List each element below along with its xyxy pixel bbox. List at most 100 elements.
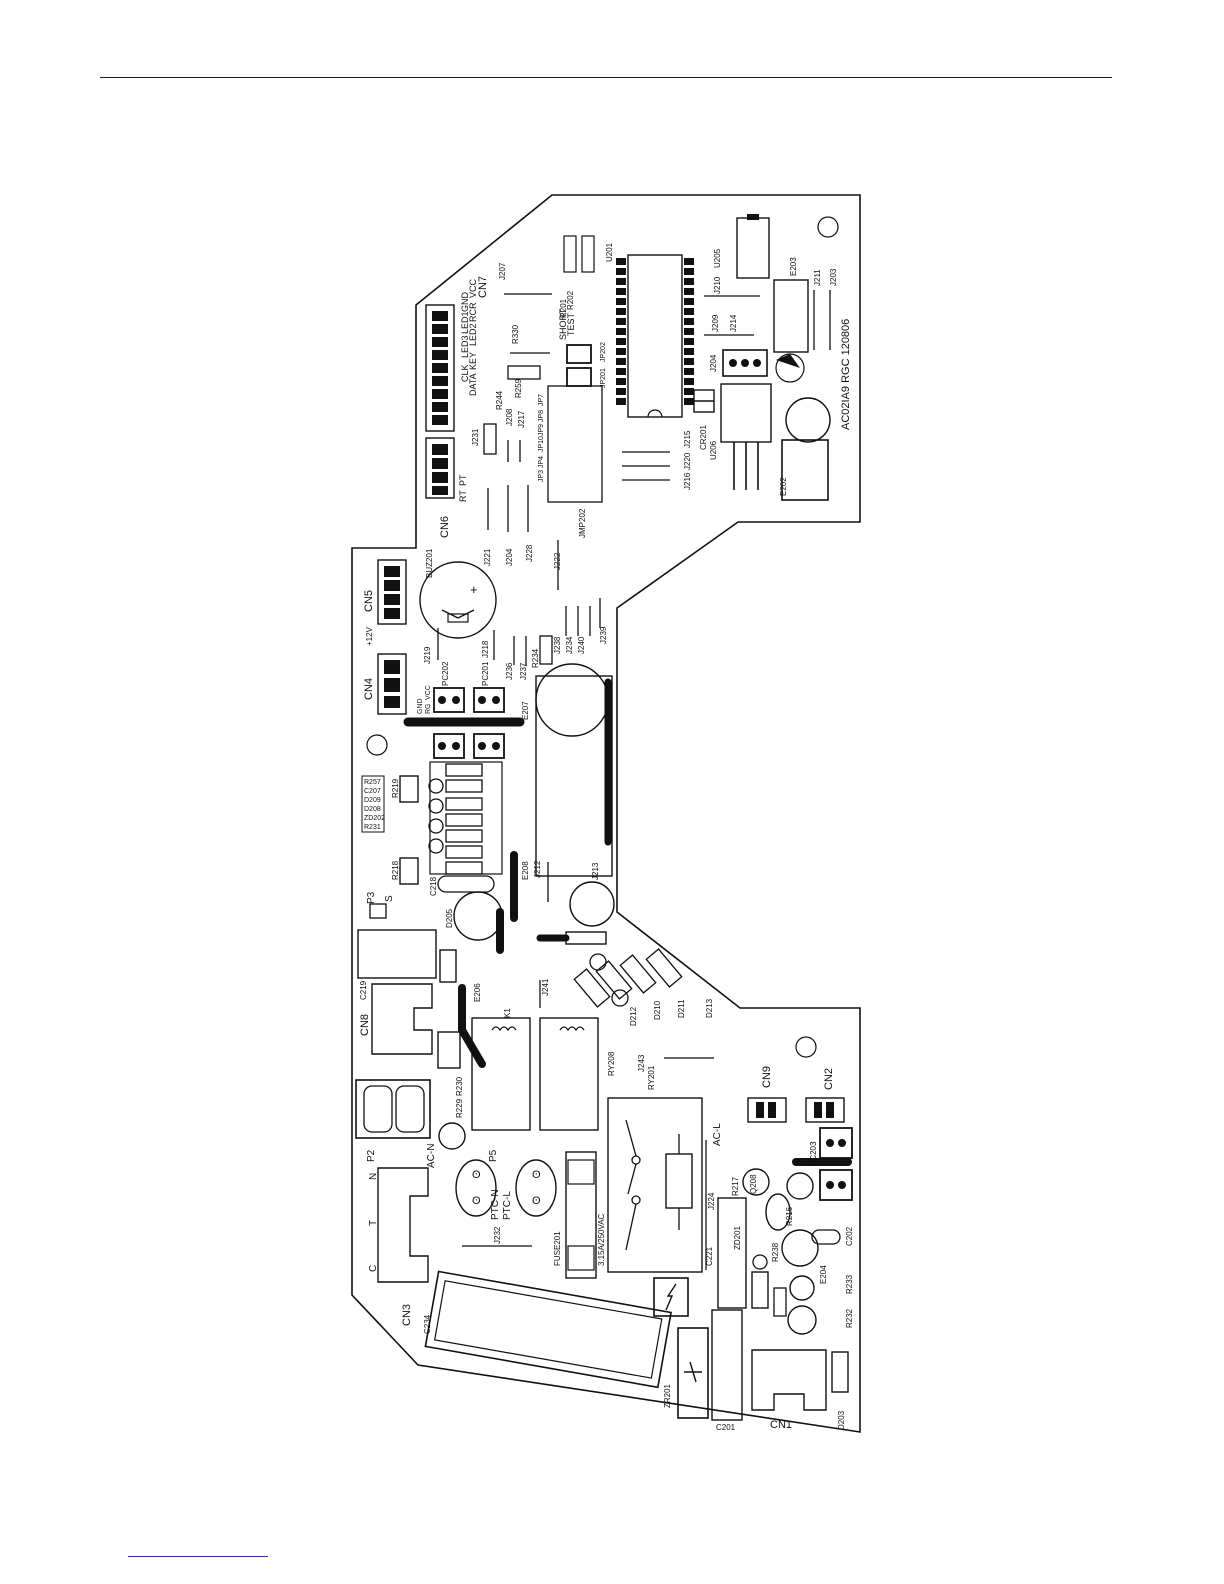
- ref-u201: U201: [605, 242, 614, 262]
- cn7-label: CN7: [477, 276, 489, 298]
- ref-pc203: PC203: [809, 1141, 818, 1166]
- pc-pin-gnd: GND: [417, 698, 424, 714]
- ref-j210: J210: [713, 276, 722, 294]
- cn8-connector: [371, 983, 433, 1055]
- cn9-connector: [747, 1097, 787, 1123]
- ref-j243: J243: [637, 1054, 646, 1072]
- ref-j219: J219: [423, 646, 432, 664]
- pc-pin-vcc: VCC: [425, 685, 432, 700]
- power-ptc-n: PTC-N: [490, 1189, 501, 1220]
- relay-ry208: [539, 1017, 599, 1131]
- ref-jp202: JP202: [600, 342, 607, 362]
- test-short: SHORT: [558, 308, 568, 340]
- fuse-rating: 3.15A/250VAC: [597, 1213, 606, 1266]
- cn7-pin-gnd: GND: [460, 292, 470, 313]
- list-d208: D208: [364, 806, 381, 813]
- power-t: T: [368, 1220, 379, 1226]
- ref-r244: R244: [495, 390, 504, 410]
- list-c207: C207: [364, 788, 381, 795]
- power-ptc-l: PTC-L: [502, 1191, 513, 1220]
- ref-j220: J220: [683, 452, 692, 470]
- ref-r259: R259: [514, 378, 523, 398]
- ref-k1: K1: [503, 1008, 512, 1018]
- ref-j208: J208: [505, 408, 514, 426]
- ref-jp7: JP7: [538, 394, 545, 406]
- ref-j241: J241: [541, 978, 550, 996]
- ref-c234: C234: [423, 1314, 432, 1334]
- ref-d212: D212: [629, 1006, 638, 1026]
- cn7-pin-rcr: RCR: [468, 302, 478, 322]
- opto-pc203: [819, 1127, 853, 1159]
- cn1-connector: [751, 1349, 827, 1411]
- ref-ry208: RY208: [607, 1051, 616, 1076]
- ref-j204: J204: [505, 548, 514, 566]
- buzzer-bz201: [419, 561, 497, 639]
- ref-r219: R219: [391, 778, 400, 798]
- power-p3: P3: [366, 891, 377, 904]
- ref-d205: D205: [445, 908, 454, 928]
- cn5-label: CN5: [363, 590, 375, 612]
- power-s: S: [384, 895, 395, 902]
- ref-j232: J232: [493, 1226, 502, 1244]
- ref-j218: J218: [481, 640, 490, 658]
- ref-u206: U206: [709, 440, 718, 460]
- ref-r330: R330: [511, 324, 520, 344]
- ref-q208: Q208: [749, 1174, 758, 1194]
- u201-pins: [616, 258, 694, 405]
- list-r231: R231: [364, 824, 381, 831]
- ref-r202: R202: [566, 290, 575, 310]
- ref-jp10: JP10: [538, 436, 545, 452]
- cn7-pin-vcc: VCC: [468, 278, 478, 298]
- ref-jp4: JP4: [538, 456, 545, 468]
- ref-d211: D211: [677, 999, 686, 1018]
- ref-d210: D210: [653, 1000, 662, 1020]
- varistor-zr201: [653, 1277, 689, 1317]
- cn7-pins: [432, 311, 448, 425]
- cn5-connector: [377, 559, 407, 625]
- power-p2: P2: [366, 1149, 377, 1162]
- ref-j216: J216: [683, 472, 692, 490]
- opto-pc201: [473, 687, 505, 713]
- cn7-pin-led1: LED1: [460, 311, 470, 334]
- cn6-connector: [425, 437, 455, 499]
- list-d209: D209: [364, 797, 381, 804]
- ref-j224: J224: [707, 1192, 716, 1210]
- ref-j214: J214: [729, 314, 738, 332]
- svg-text:ʘ: ʘ: [532, 1195, 541, 1207]
- power-ac-n: AC-N: [426, 1144, 437, 1168]
- ref-c219: C219: [359, 980, 368, 1000]
- ref-r232: R232: [845, 1308, 854, 1328]
- footer-link-underline[interactable]: [128, 1556, 268, 1557]
- power-c: C: [368, 1265, 379, 1272]
- fuse-ref: FUSE201: [553, 1231, 562, 1266]
- fuse-fuse201: [565, 1151, 597, 1279]
- ref-zd201: ZD201: [733, 1225, 742, 1250]
- cn7-pin-key: KEY: [468, 352, 478, 370]
- ref-r229: R229: [455, 1098, 464, 1118]
- ic-u201: [627, 254, 683, 418]
- power-ac-l: AC-L: [712, 1123, 723, 1146]
- cn2-connector: [805, 1097, 845, 1123]
- test-test: TEST: [566, 312, 576, 336]
- cap-e202: [781, 439, 829, 501]
- ref-r230: R230: [455, 1076, 464, 1096]
- ref-j234: J234: [565, 636, 574, 654]
- ref-j209: J209: [711, 314, 720, 332]
- ref-j228: J228: [525, 544, 534, 562]
- ref-u205: U205: [713, 248, 722, 268]
- cn5-pin-12v: +12V: [365, 626, 374, 646]
- jumper-block-jmp202: [547, 385, 603, 503]
- mounting-hole: [366, 734, 388, 756]
- cn3-connector: [377, 1167, 429, 1283]
- board-outline: [351, 194, 861, 1433]
- ref-j231: J231: [471, 428, 480, 446]
- pc-pin-rg: RG: [425, 704, 432, 715]
- ref-r217: R217: [731, 1176, 740, 1196]
- ref-d203: D203: [837, 1410, 846, 1430]
- cap-c201: [711, 1309, 743, 1421]
- cn7-pin-led2: LED2: [468, 323, 478, 346]
- svg-text:ʘ: ʘ: [472, 1195, 481, 1207]
- list-zd202: ZD202: [364, 815, 385, 822]
- ref-j203: J203: [829, 268, 838, 286]
